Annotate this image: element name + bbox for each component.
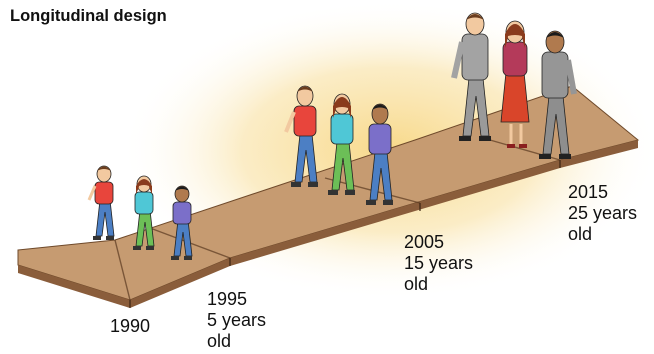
timepoint-label-2005: 2005 15 years old: [404, 232, 473, 295]
timepoint-age-unit: old: [207, 331, 232, 351]
timepoint-year: 1990: [110, 316, 151, 336]
timepoint-label-1995: 1995 5 years old: [207, 289, 266, 352]
timepoint-age: 25 years: [568, 203, 638, 223]
timepoint-year: 2005: [404, 232, 445, 252]
children-group-icon: [284, 85, 393, 205]
walkway-edge: [18, 140, 638, 308]
timepoint-age: 5 years: [207, 310, 267, 330]
timepoint-age-unit: old: [404, 274, 429, 294]
timepoint-year: 2015: [568, 182, 609, 202]
timepoint-age: 15 years: [404, 253, 474, 273]
timepoint-label-2015: 2015 25 years old: [568, 182, 637, 245]
divider-1990: [114, 239, 131, 301]
timepoint-label-1990: 1990: [110, 316, 150, 337]
adults-group-icon: [451, 12, 577, 159]
timepoint-year: 1995: [207, 289, 248, 309]
diagram-title: Longitudinal design: [10, 7, 167, 25]
children-group-icon: [87, 165, 193, 260]
timepoint-age-unit: old: [568, 224, 593, 244]
